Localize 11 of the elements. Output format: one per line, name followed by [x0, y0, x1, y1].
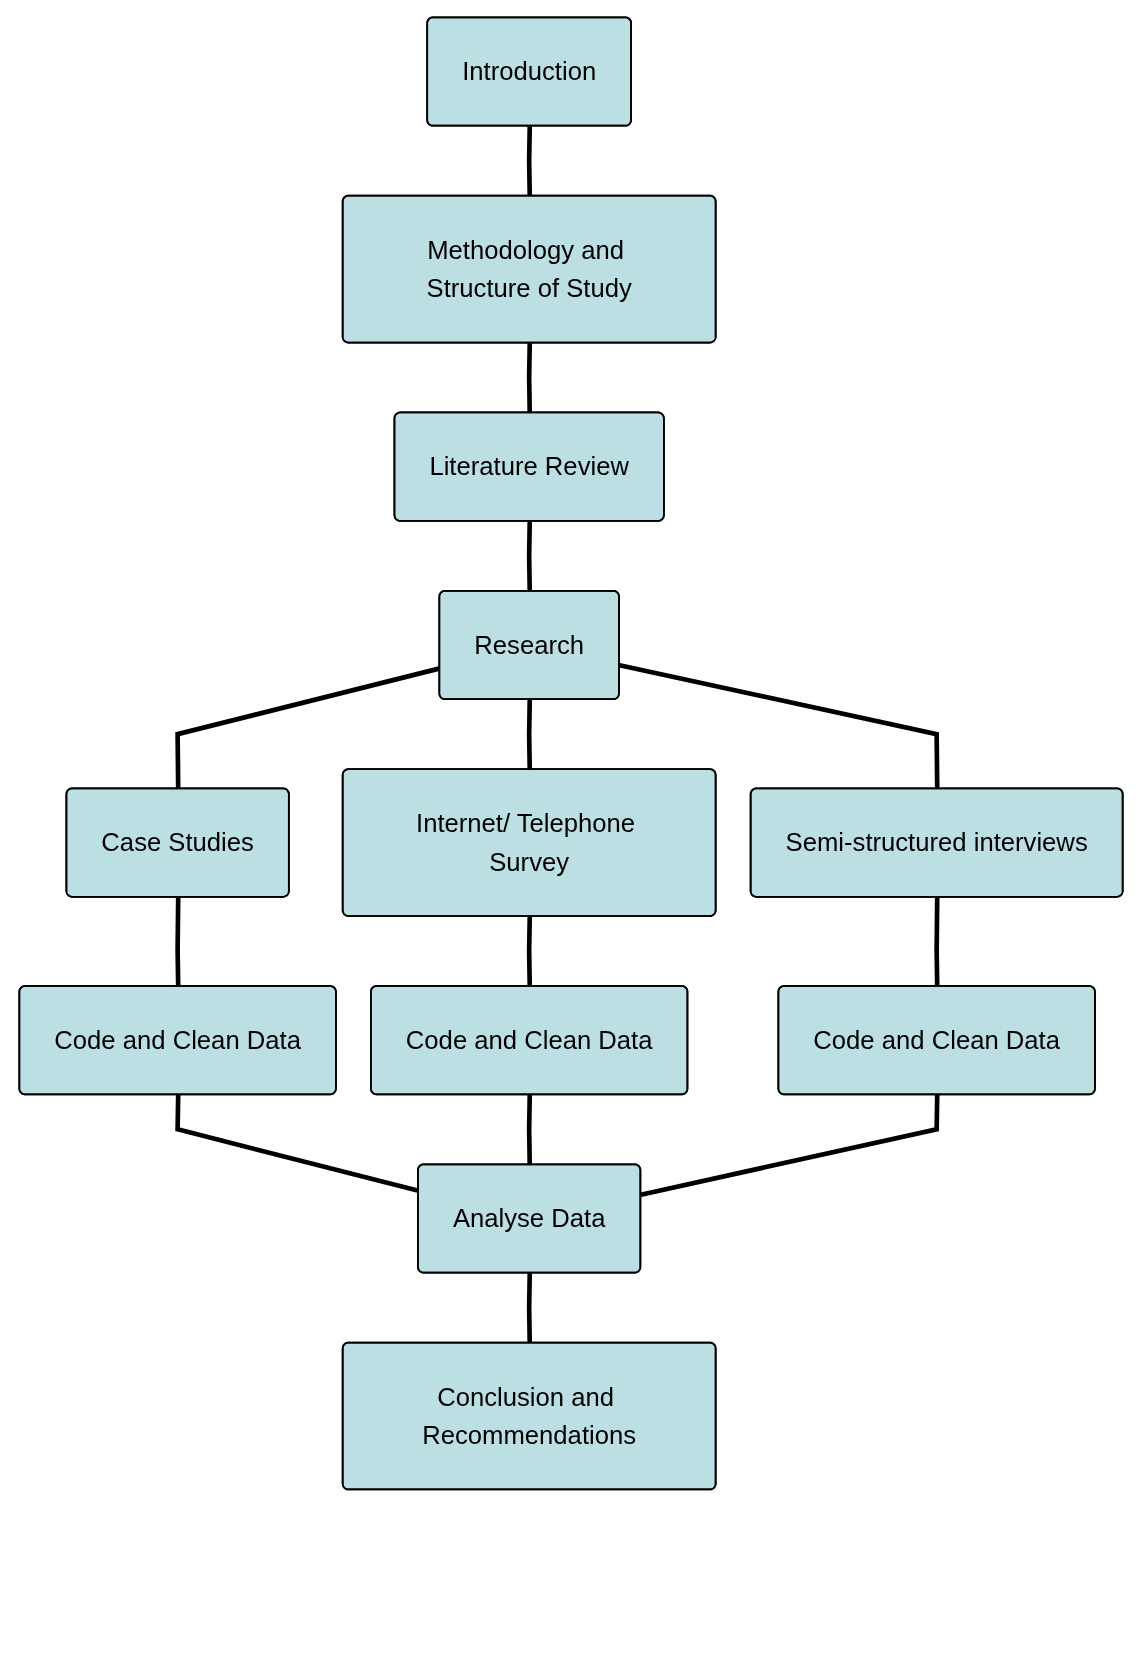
connector: [619, 662, 940, 789]
connector: [934, 897, 940, 987]
connector: [526, 1273, 533, 1344]
connector: [640, 1094, 940, 1197]
connector: [526, 699, 533, 770]
connector: [526, 126, 533, 197]
connector: [526, 521, 533, 592]
connector: [526, 1094, 533, 1165]
connector: [175, 897, 181, 987]
connector: [526, 916, 533, 987]
connector: [526, 343, 533, 414]
